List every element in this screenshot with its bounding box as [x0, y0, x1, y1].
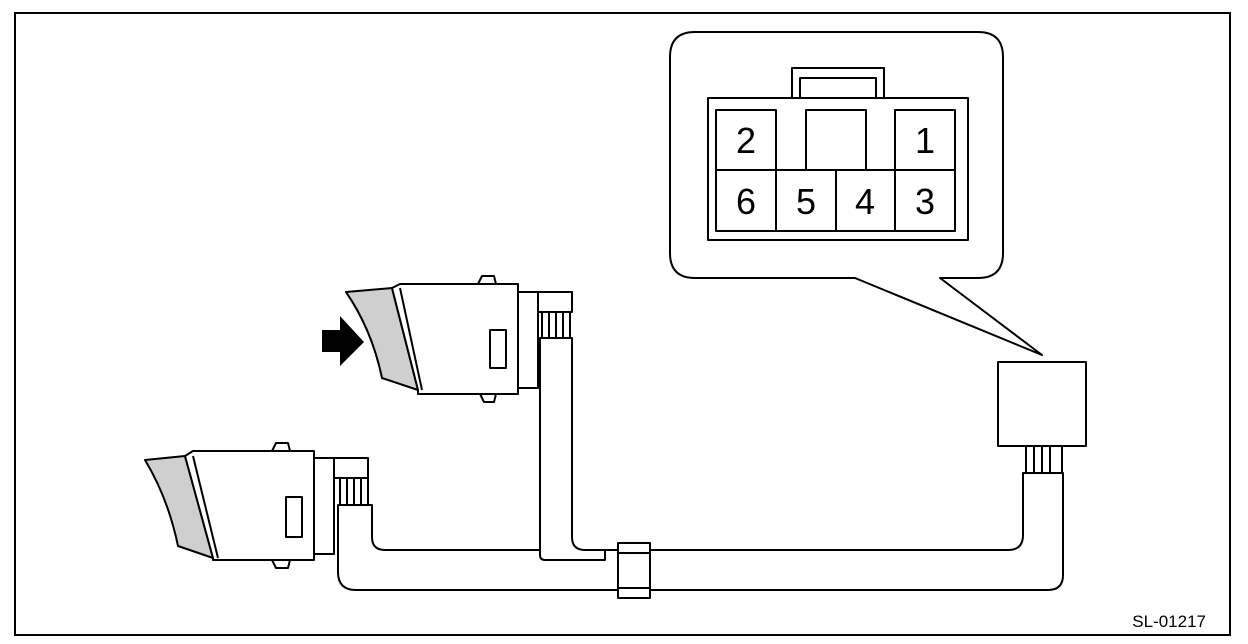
switch-lower-rear	[313, 457, 335, 555]
switch-lower-clip-bottom	[271, 559, 291, 569]
pin-label-2: 2	[736, 120, 756, 161]
harness-lower-cable	[337, 472, 1064, 591]
pin-label-6: 6	[736, 181, 756, 222]
switch-lower	[144, 442, 369, 569]
switch-lower-plug	[333, 457, 369, 479]
switch-upper-rear	[517, 291, 539, 389]
harness-clamp	[617, 542, 651, 599]
pin-cell-6	[715, 169, 777, 232]
harness-upper-branch	[539, 337, 606, 561]
pin-cell-2	[715, 109, 777, 171]
switch-upper-clip-top	[477, 275, 497, 285]
pin-label-1: 1	[915, 120, 935, 161]
pin-cell-1	[894, 109, 956, 171]
figure-reference-code: SL-01217	[1132, 612, 1206, 631]
figure-frame	[14, 12, 1231, 636]
pin-cell-5	[775, 169, 837, 232]
harness-connector	[997, 361, 1087, 474]
pin-cell-blank	[805, 109, 867, 171]
switch-upper-body	[391, 283, 519, 395]
pin-label-4: 4	[855, 181, 875, 222]
harness-connector-body	[997, 361, 1087, 447]
switch-lower-knob	[144, 455, 214, 559]
switch-upper	[345, 275, 573, 403]
switch-upper-knob	[345, 287, 419, 391]
switch-lower-clip-top	[271, 442, 291, 452]
harness-connector-wires	[1025, 445, 1063, 474]
pin-label-5: 5	[796, 181, 816, 222]
pin-label-3: 3	[915, 181, 935, 222]
connector-callout: 2 1 6 5 4 3	[669, 31, 1043, 356]
switch-lower-body	[184, 450, 315, 561]
pin-cell-3	[894, 169, 956, 232]
pin-cell-4	[835, 169, 896, 232]
switch-upper-plug	[537, 291, 573, 313]
wire-harness	[337, 337, 1064, 599]
arrow-right-icon	[322, 316, 364, 366]
switch-upper-clip-bottom	[479, 393, 497, 403]
switch-upper-window	[489, 329, 507, 369]
switch-lower-window	[285, 496, 303, 538]
